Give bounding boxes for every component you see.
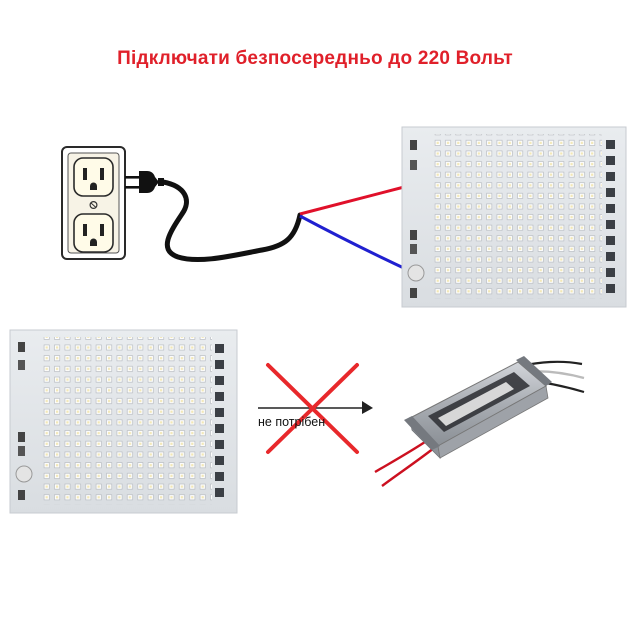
power-plug-icon: [125, 171, 164, 193]
power-cord: [160, 179, 303, 263]
wire-negative: [299, 214, 409, 272]
led-board-connected: [401, 126, 627, 308]
led-board-standalone: [9, 329, 238, 514]
wall-outlet-icon: [61, 146, 126, 260]
cross-out-icon: [266, 363, 359, 454]
page-title: Підключати безпосередньо до 220 Вольт: [117, 48, 513, 69]
wire-positive: [299, 184, 409, 216]
led-driver: [374, 356, 585, 487]
not-needed-label: не потрібен: [258, 415, 326, 429]
